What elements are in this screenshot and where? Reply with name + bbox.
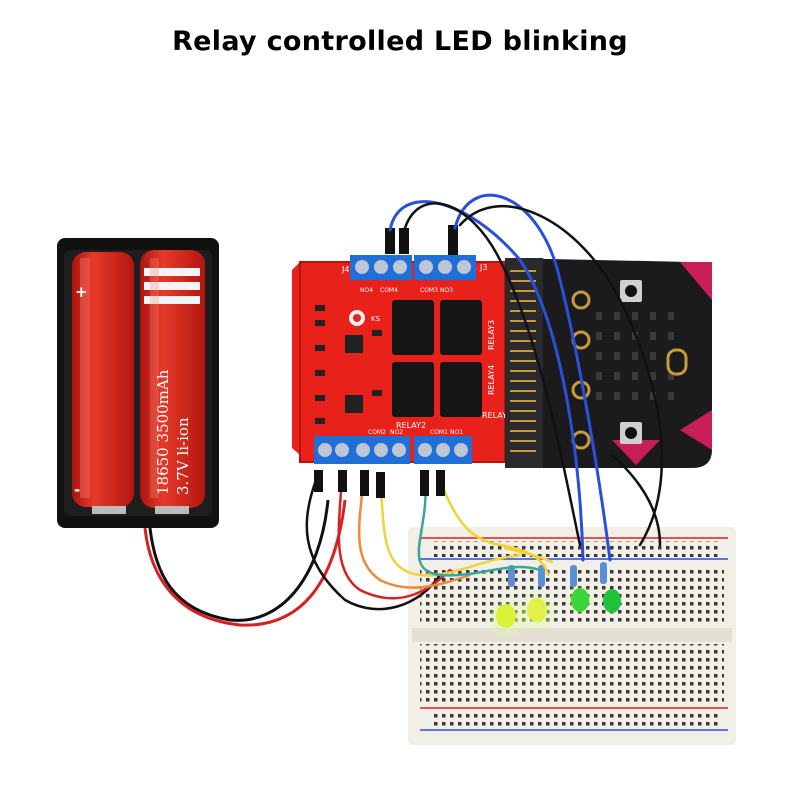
terminal-top-left bbox=[350, 255, 412, 280]
microbit-board bbox=[505, 258, 712, 468]
breadboard bbox=[408, 527, 736, 745]
label-com2: COM2 bbox=[368, 429, 386, 436]
label-j4: J4 bbox=[341, 265, 349, 274]
battery-holder: + - 18650 3500mAh 3.7V li-ion bbox=[57, 238, 219, 528]
microbit-button-b[interactable] bbox=[620, 422, 642, 444]
relay-board: J3 J4 RELAY1 RELAY2 RELAY3 RELAY4 COM1 N… bbox=[292, 225, 512, 464]
battery-voltage-text: 3.7V li-ion bbox=[174, 417, 192, 495]
led-green-left bbox=[564, 584, 596, 616]
terminal-bottom-1 bbox=[314, 436, 352, 464]
terminal-bottom-2 bbox=[352, 436, 410, 464]
smd-components bbox=[315, 305, 382, 424]
label-no1: NO1 bbox=[450, 429, 463, 436]
led-yellow-right bbox=[515, 590, 559, 634]
header-pin-1 bbox=[385, 228, 395, 254]
label-ks: KS bbox=[371, 315, 381, 323]
jumper-wires bbox=[305, 193, 663, 611]
label-relay4: RELAY4 bbox=[487, 365, 496, 395]
terminal-bottom-3 bbox=[414, 436, 472, 464]
battery-cell-left: + - bbox=[72, 252, 134, 507]
resistors bbox=[508, 562, 607, 587]
label-j3: J3 bbox=[479, 263, 487, 272]
microbit-logo-icon bbox=[666, 348, 688, 376]
battery-capacity-text: 18650 3500mAh bbox=[154, 369, 172, 495]
label-relay3: RELAY3 bbox=[487, 320, 496, 350]
label-no2: NO2 bbox=[390, 429, 403, 436]
battery-red-wire bbox=[143, 499, 347, 627]
terminal-top-right bbox=[414, 255, 476, 280]
battery-black-wire bbox=[148, 499, 330, 622]
label-com3: COM3 bbox=[420, 287, 438, 294]
plus-label: + bbox=[75, 283, 88, 301]
label-com4: COM4 bbox=[380, 287, 398, 294]
minus-label: - bbox=[74, 481, 80, 499]
jumper-pins bbox=[314, 470, 445, 498]
battery-cell-right: 18650 3500mAh 3.7V li-ion bbox=[140, 250, 205, 508]
led-green-right bbox=[603, 589, 621, 613]
label-relay2: RELAY2 bbox=[396, 421, 426, 430]
page-title: Relay controlled LED blinking bbox=[172, 26, 628, 57]
header-pin-3 bbox=[448, 225, 458, 255]
relay-modules bbox=[392, 300, 482, 417]
label-com1: COM1 bbox=[430, 429, 448, 436]
microbit-button-a[interactable] bbox=[620, 280, 642, 302]
label-no3: NO3 bbox=[440, 287, 453, 294]
header-pin-2 bbox=[399, 228, 409, 254]
label-no4: NO4 bbox=[360, 287, 373, 294]
label-relay1: RELAY1 bbox=[482, 411, 512, 420]
